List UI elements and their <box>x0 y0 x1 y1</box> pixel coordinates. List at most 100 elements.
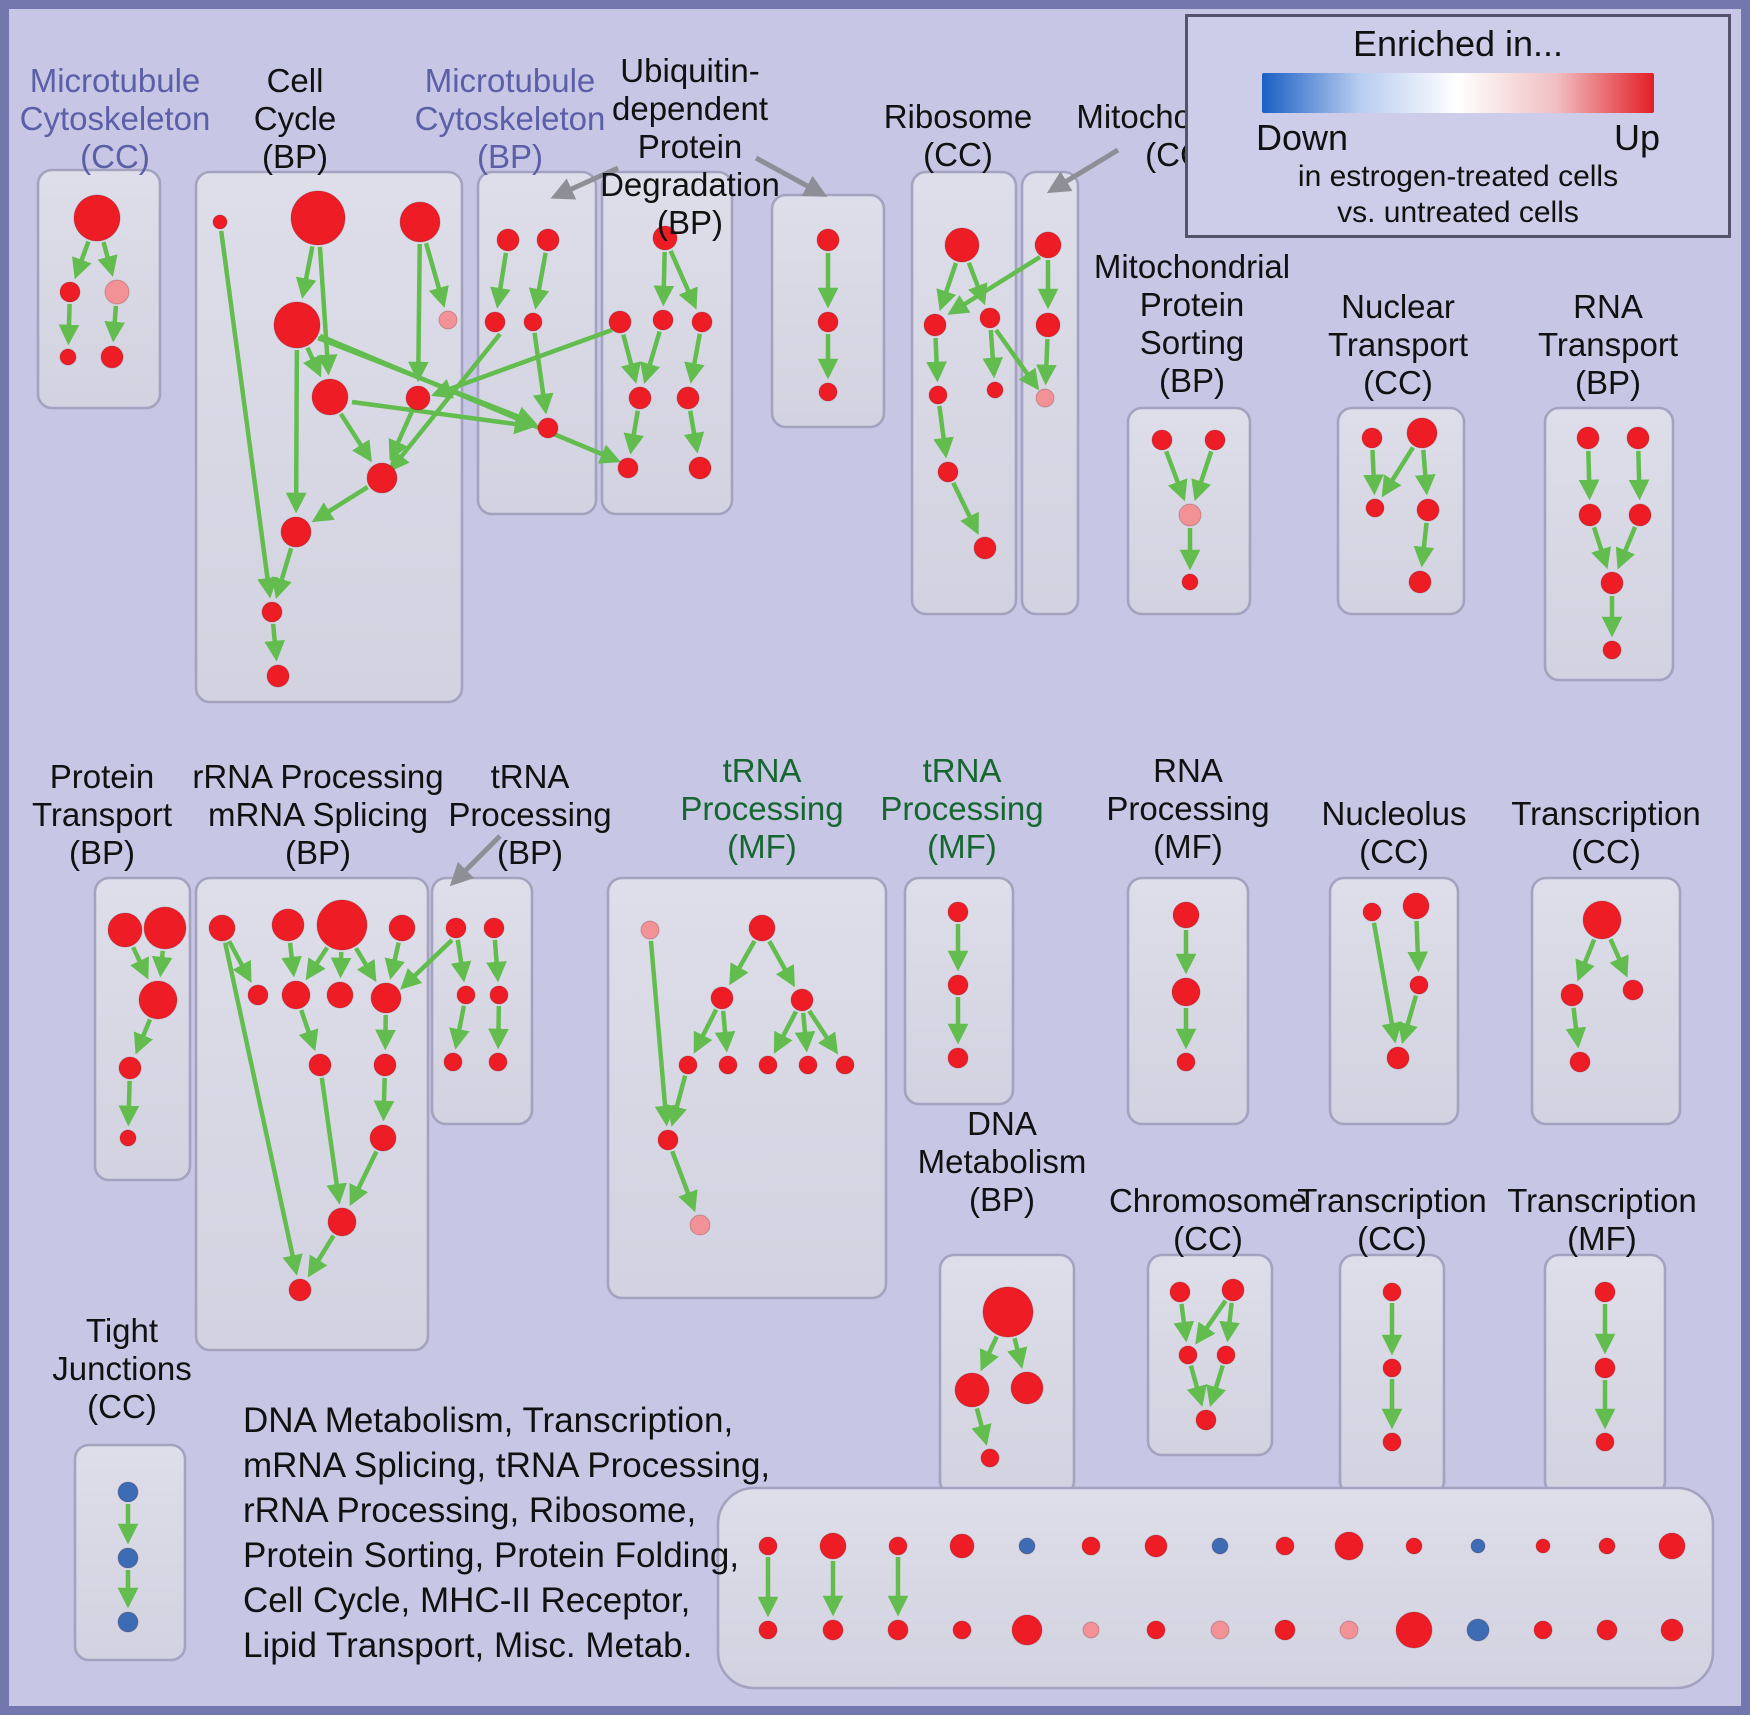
nuclear-transport-cc-node <box>1365 498 1385 518</box>
cell-cycle-bp-node <box>405 385 431 411</box>
protein-transport-bp-node <box>138 980 178 1020</box>
edge-arrow <box>1191 450 1214 502</box>
legend-title: Enriched in... <box>1352 23 1564 64</box>
chromosome-cc-node <box>1216 1345 1236 1365</box>
cell-cycle-bp-node <box>266 664 290 688</box>
transcription-mf-node <box>1595 1432 1615 1452</box>
edge-arrow <box>1413 522 1435 568</box>
label-pointer-arrow <box>1046 147 1120 194</box>
edge-arrow <box>729 939 757 986</box>
ubiquitin-dependent-protein-degradation-bp-2-node <box>816 228 840 252</box>
ubiquitin-dependent-protein-degradation-bp-node <box>628 386 652 410</box>
ubiquitin-dependent-protein-degradation-bp-node <box>691 311 713 333</box>
cell-cycle-bp-node <box>280 516 312 548</box>
ubiquitin-dependent-protein-degradation-bp-2-box <box>770 193 886 429</box>
misc-go-term-node <box>952 1620 972 1640</box>
trna-processing-mf-large-node <box>710 986 734 1010</box>
misc-go-term-node <box>1275 1536 1295 1556</box>
ribosome-cc-node <box>923 313 947 337</box>
edge-arrow <box>271 547 294 599</box>
edge-arrow <box>1206 1364 1226 1408</box>
protein-transport-bp-node <box>119 1129 137 1147</box>
dna-metabolism-bp-node <box>954 1372 990 1408</box>
legend-up-label: Up <box>1613 117 1660 158</box>
dna-metabolism-bp-node <box>1010 1371 1044 1405</box>
label-pointer-arrow <box>550 165 620 200</box>
nucleolus-cc-node <box>1402 892 1430 920</box>
rrna-processing-mrna-splicing-bp-node <box>208 914 236 942</box>
cell-cycle-bp-node <box>399 201 441 243</box>
cell-cycle-bp-node <box>311 378 349 416</box>
protein-transport-bp-node <box>143 906 187 950</box>
ribosome-cc-node <box>973 536 997 560</box>
cell-cycle-bp-node <box>261 601 283 623</box>
misc-categories-text: DNA Metabolism, Transcription, mRNA Spli… <box>243 1398 770 1668</box>
microtubule-cytoskeleton-bp-node <box>523 312 543 332</box>
cell-cycle-bp-node <box>212 214 228 230</box>
trna-processing-bp-box <box>430 876 534 1126</box>
edge-arrow <box>1164 450 1188 502</box>
edge-arrow <box>926 337 947 383</box>
edge-arrow <box>1397 994 1419 1044</box>
trna-processing-mf-large-box <box>606 876 888 1300</box>
transcription-mf-node <box>1594 1281 1616 1303</box>
edge-arrow <box>936 262 959 312</box>
edge-arrow <box>1565 1007 1587 1049</box>
edge-arrow <box>298 1009 319 1052</box>
edge-arrow <box>488 1005 509 1050</box>
tight-junctions-cc-node <box>117 1481 139 1503</box>
misc-text-line: Lipid Transport, Misc. Metab. <box>243 1626 693 1665</box>
edge-arrow <box>281 942 302 978</box>
edge-arrow <box>933 405 954 459</box>
cross-cluster-edge-arrow <box>388 332 502 473</box>
edge-arrow <box>338 412 372 463</box>
cross-cluster-edge-arrow <box>947 255 1042 315</box>
edge-arrow <box>653 251 675 307</box>
edge-arrow <box>227 940 252 984</box>
edge-arrow <box>1007 1337 1028 1369</box>
rrna-processing-mrna-splicing-bp-node <box>316 899 368 951</box>
microtubule-cytoskeleton-bp-node <box>496 228 520 252</box>
misc-go-term-node <box>819 1532 847 1560</box>
microtubule-cytoskeleton-cc-node <box>73 194 121 242</box>
mitochondrion-cc-node <box>1034 231 1062 259</box>
nucleolus-cc-box <box>1328 876 1460 1126</box>
edge-arrow <box>133 1018 154 1055</box>
misc-text-line: DNA Metabolism, Transcription, <box>243 1401 734 1440</box>
misc-text-line: Cell Cycle, MHC-II Receptor, <box>243 1581 691 1620</box>
ribosome-cc-node <box>986 381 1004 399</box>
rna-processing-mf-node <box>1172 901 1200 929</box>
edge-arrow <box>316 246 338 376</box>
mitochondrion-cc-node <box>1035 388 1055 408</box>
edge-arrow <box>982 329 1004 379</box>
edge-arrow <box>97 241 118 277</box>
legend-down-label: Down <box>1256 117 1349 158</box>
rrna-processing-mrna-splicing-bp-node <box>271 908 305 942</box>
edge-arrow <box>449 1005 470 1050</box>
misc-go-term-node <box>1334 1531 1364 1561</box>
edge-arrow <box>670 1150 698 1213</box>
edge-arrow <box>1575 938 1597 982</box>
edge-arrow <box>532 332 554 415</box>
edge-arrow <box>373 1077 395 1122</box>
cell-cycle-bp-node <box>366 462 398 494</box>
ubiquitin-dependent-protein-degradation-bp-node <box>608 310 632 334</box>
microtubule-cytoskeleton-bp-node <box>536 228 560 252</box>
edge-arrow <box>330 951 352 979</box>
transcription-cc-1-node <box>1569 1051 1591 1073</box>
label-pointer-arrow <box>449 834 502 887</box>
transcription-cc-1-label: Transcription(CC) <box>1511 795 1701 870</box>
cell-cycle-bp-node <box>290 190 346 246</box>
edge-arrow <box>450 939 472 983</box>
rrna-processing-mrna-splicing-bp-node <box>370 982 402 1014</box>
rna-transport-bp-node <box>1576 426 1600 450</box>
transcription-cc-2-label: Transcription(CC) <box>1297 1182 1487 1257</box>
trna-processing-bp-node <box>445 917 467 939</box>
nuclear-transport-cc-node <box>1408 570 1432 594</box>
nuclear-transport-cc-box <box>1336 406 1466 616</box>
edge-arrow <box>1381 446 1415 498</box>
